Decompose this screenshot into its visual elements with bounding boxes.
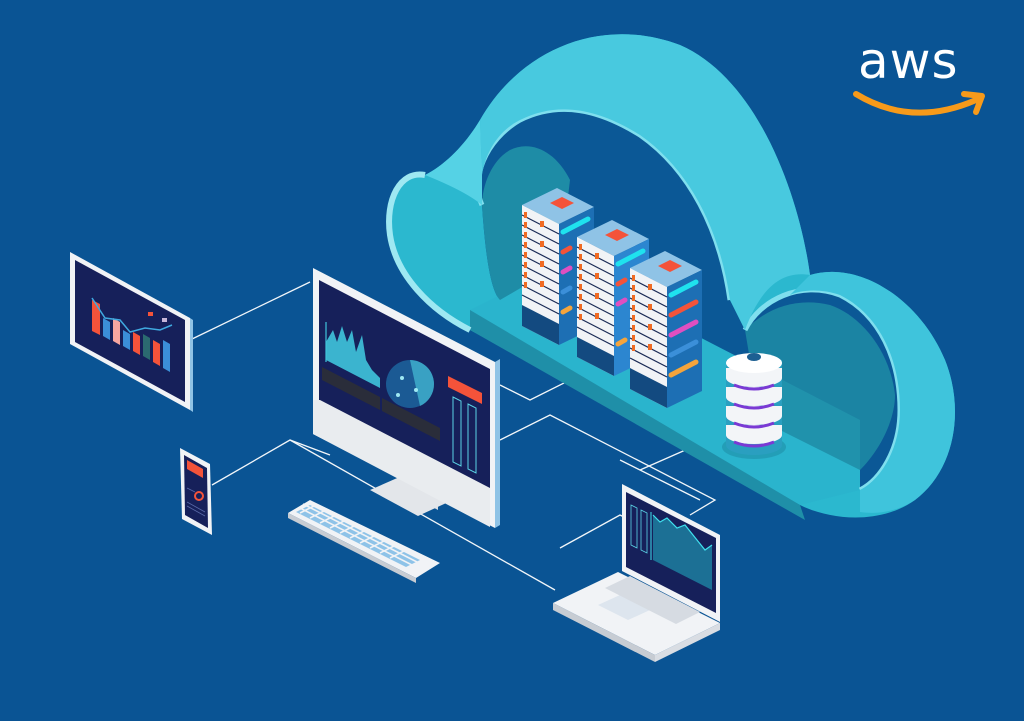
status-bars-icon xyxy=(452,396,477,474)
smartphone-device xyxy=(180,448,212,535)
aws-logo-text: aws xyxy=(858,32,959,90)
network-connector-lines xyxy=(189,281,717,591)
amazon-smile-arrow-icon xyxy=(853,91,985,116)
globe-icon xyxy=(386,360,435,408)
laptop-device xyxy=(553,484,720,662)
keyboard-device xyxy=(288,500,440,583)
server-rack-1 xyxy=(521,188,594,345)
desktop-monitor xyxy=(313,268,500,528)
area-chart-icon xyxy=(650,512,713,590)
area-chart-icon xyxy=(325,322,380,388)
database-cylinder-icon xyxy=(722,353,786,459)
aws-logo: aws xyxy=(852,32,992,134)
level-bars-icon xyxy=(630,504,648,554)
server-rack-3 xyxy=(629,251,702,408)
bar-chart-icon xyxy=(91,297,173,372)
tablet-device xyxy=(70,252,193,412)
